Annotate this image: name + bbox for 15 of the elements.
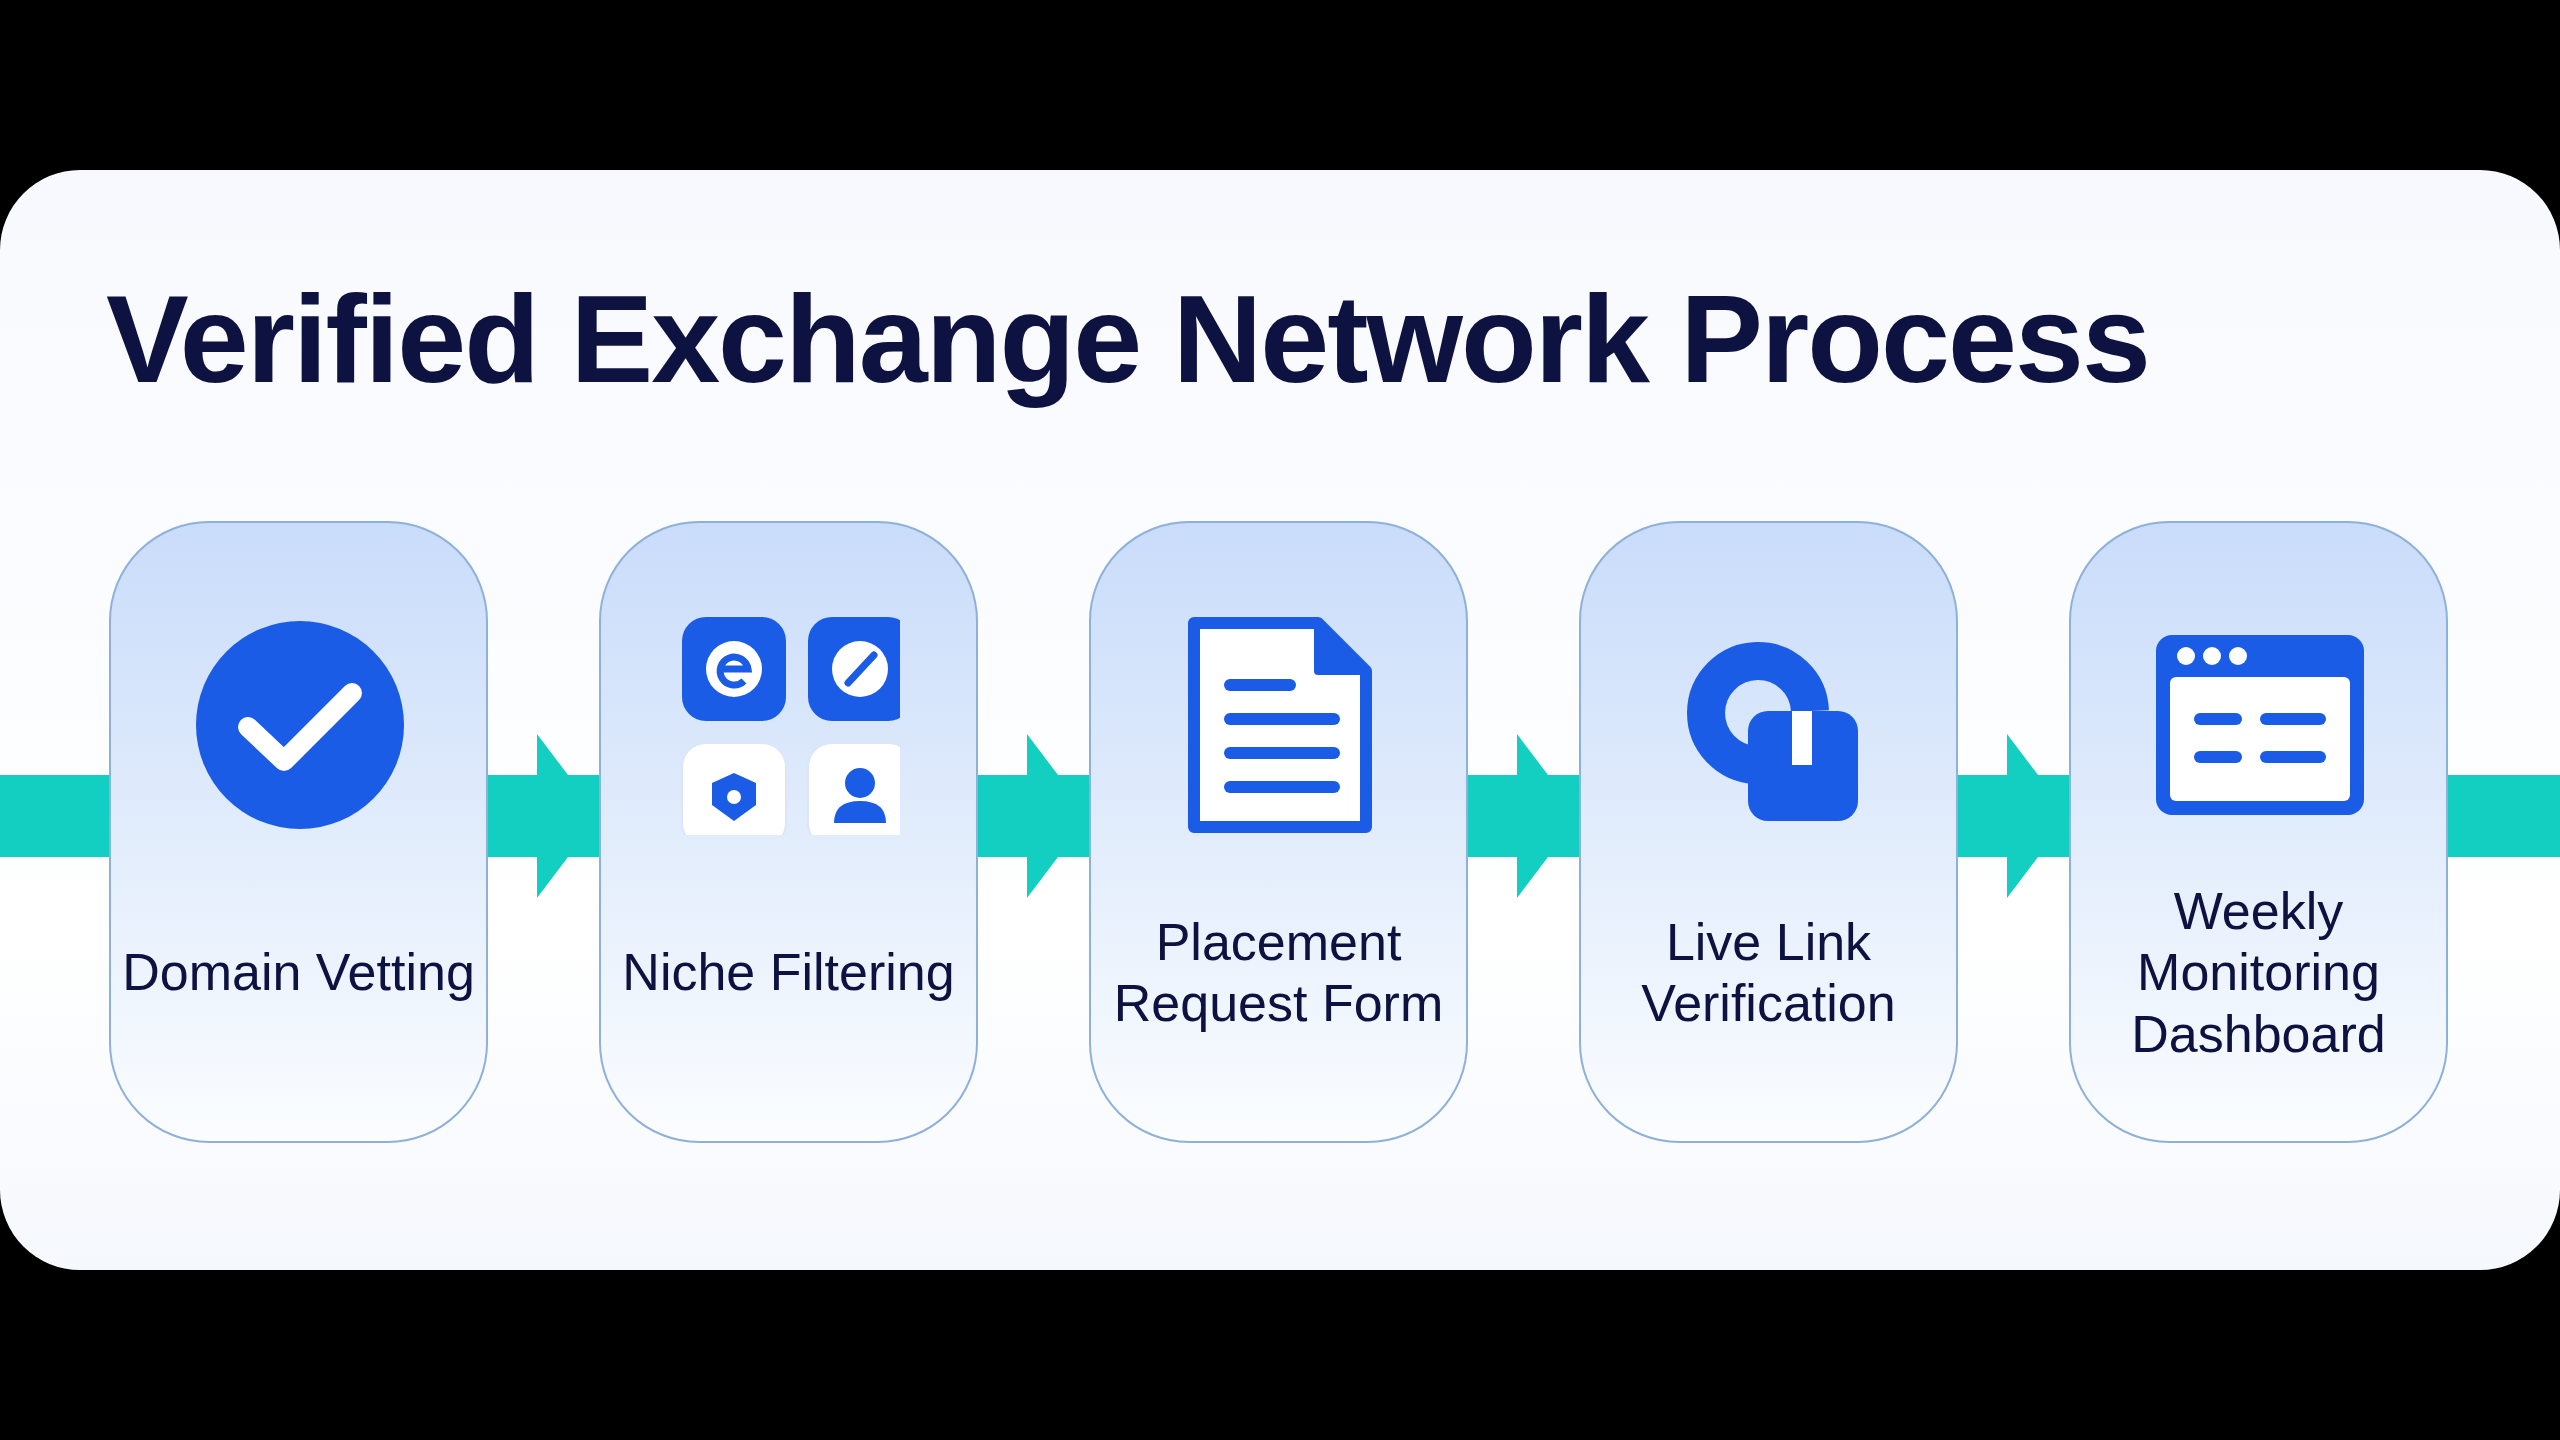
process-card: [2069, 521, 2448, 1143]
step-label: Domain Vetting: [122, 942, 475, 1004]
arrow: [978, 734, 1089, 898]
arrow: [1468, 734, 1579, 898]
arrow: [488, 734, 599, 898]
title: Verified Exchange Network Process: [106, 269, 2149, 410]
step-label: Weekly Monitoring Dashboard: [2130, 880, 2387, 1065]
process-card: [599, 521, 978, 1143]
step-label: Placement Request Form: [1112, 911, 1445, 1034]
process-card: [1089, 521, 1468, 1143]
process-card: [1579, 521, 1958, 1143]
step-label: Live Link Verification: [1640, 911, 1897, 1034]
arrow: [1958, 734, 2069, 898]
process-card: [109, 521, 488, 1143]
step-label: Niche Filtering: [622, 942, 955, 1004]
